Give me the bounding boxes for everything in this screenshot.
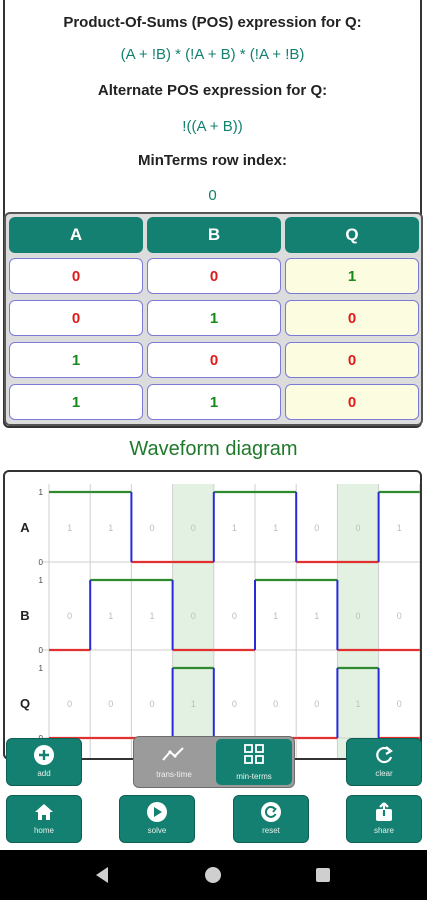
waveform-cell-value: 1	[273, 611, 278, 621]
pos-expression: (A + !B) * (!A + B) * (!A + !B)	[120, 46, 305, 63]
waveform-cell-value: 1	[108, 611, 113, 621]
level-high-label: 1	[39, 664, 44, 673]
home-nav-icon[interactable]	[205, 867, 221, 883]
trans-time-toggle[interactable]: trans-time	[136, 739, 212, 785]
waveform-cell-value: 0	[314, 523, 319, 533]
waveform-cell-value: 0	[232, 699, 237, 709]
back-icon[interactable]	[96, 867, 108, 883]
level-low-label: 0	[39, 558, 44, 567]
waveform-cell-value: 0	[108, 699, 113, 709]
share-icon	[373, 800, 395, 824]
cell-b-row3[interactable]: 1	[147, 384, 281, 420]
signal-name-a: A	[20, 520, 30, 535]
cell-q-row0[interactable]: 1	[285, 258, 419, 294]
waveform-cell-value: 1	[149, 611, 154, 621]
signal-name-q: Q	[20, 696, 30, 711]
waveform-diagram: A10110011001B10011001100Q10000100010	[20, 484, 420, 758]
cell-a-row1[interactable]: 0	[9, 300, 143, 336]
pos-label: Product-Of-Sums (POS) expression for Q:	[63, 14, 362, 31]
waveform-cell-value: 1	[314, 611, 319, 621]
solve-button[interactable]: solve	[119, 795, 195, 843]
cell-b-row0[interactable]: 0	[147, 258, 281, 294]
cell-b-row1[interactable]: 1	[147, 300, 281, 336]
reset-button[interactable]: reset	[233, 795, 309, 843]
waveform-cell-value: 0	[191, 523, 196, 533]
waveform-cell-value: 0	[67, 699, 72, 709]
cell-b-row2[interactable]: 0	[147, 342, 281, 378]
home-button[interactable]: home	[6, 795, 82, 843]
min-terms-label: min-terms	[236, 772, 272, 781]
level-low-label: 0	[39, 646, 44, 655]
waveform-cell-value: 0	[149, 523, 154, 533]
header-a: A	[9, 217, 143, 253]
grid-icon	[243, 743, 265, 770]
system-navigation-bar	[0, 850, 427, 900]
waveform-cell-value: 1	[273, 523, 278, 533]
cell-q-row3[interactable]: 0	[285, 384, 419, 420]
solve-label: solve	[147, 826, 167, 835]
minterm-highlight	[172, 484, 214, 758]
waveform-cell-value: 0	[397, 699, 402, 709]
reset-label: reset	[262, 826, 280, 835]
cell-a-row3[interactable]: 1	[9, 384, 143, 420]
clear-button[interactable]: clear	[346, 738, 422, 786]
cell-a-row0[interactable]: 0	[9, 258, 143, 294]
cell-q-row2[interactable]: 0	[285, 342, 419, 378]
minterms-value: 0	[208, 187, 217, 204]
trans-time-label: trans-time	[156, 770, 192, 779]
waveform-cell-value: 1	[108, 523, 113, 533]
cell-a-row2[interactable]: 1	[9, 342, 143, 378]
min-terms-toggle[interactable]: min-terms	[216, 739, 292, 785]
waveform-title: Waveform diagram	[129, 438, 298, 460]
waveform-cell-value: 0	[191, 611, 196, 621]
level-high-label: 1	[39, 576, 44, 585]
waveform-cell-value: 1	[355, 699, 360, 709]
waveform-panel[interactable]: A10110011001B10011001100Q10000100010	[3, 470, 422, 760]
play-icon	[146, 800, 168, 824]
refresh-icon	[373, 743, 395, 767]
waveform-cell-value: 0	[397, 611, 402, 621]
cell-q-row1[interactable]: 0	[285, 300, 419, 336]
waveform-cell-value: 0	[149, 699, 154, 709]
add-button[interactable]: add	[6, 738, 82, 786]
home-icon	[33, 800, 55, 824]
plus-icon	[33, 743, 55, 767]
waveform-cell-value: 0	[355, 611, 360, 621]
minterms-label: MinTerms row index:	[138, 152, 287, 169]
waveform-cell-value: 0	[232, 611, 237, 621]
signal-name-b: B	[20, 608, 29, 623]
waveform-cell-value: 1	[67, 523, 72, 533]
truth-table: A B Q 0 0 1 0 1 0 1 0 0 1 1 0	[4, 212, 423, 426]
share-label: share	[373, 826, 394, 835]
header-q: Q	[285, 217, 419, 253]
alt-pos-expression: !((A + B))	[182, 118, 243, 135]
waveform-cell-value: 0	[273, 699, 278, 709]
share-button[interactable]: share	[346, 795, 422, 843]
level-high-label: 1	[39, 488, 44, 497]
line-chart-icon	[161, 745, 187, 768]
waveform-cell-value: 1	[191, 699, 196, 709]
view-toggle[interactable]: trans-time min-terms	[133, 736, 295, 788]
waveform-cell-value: 0	[314, 699, 319, 709]
reset-icon	[260, 800, 282, 824]
minterm-highlight	[337, 484, 379, 758]
alt-pos-label: Alternate POS expression for Q:	[97, 82, 328, 99]
clear-label: clear	[375, 769, 393, 778]
home-label: home	[33, 826, 54, 835]
waveform-cell-value: 1	[232, 523, 237, 533]
waveform-cell-value: 1	[397, 523, 402, 533]
add-label: add	[37, 769, 51, 778]
header-b: B	[147, 217, 281, 253]
waveform-cell-value: 0	[355, 523, 360, 533]
waveform-cell-value: 0	[67, 611, 72, 621]
recents-icon[interactable]	[316, 868, 330, 882]
